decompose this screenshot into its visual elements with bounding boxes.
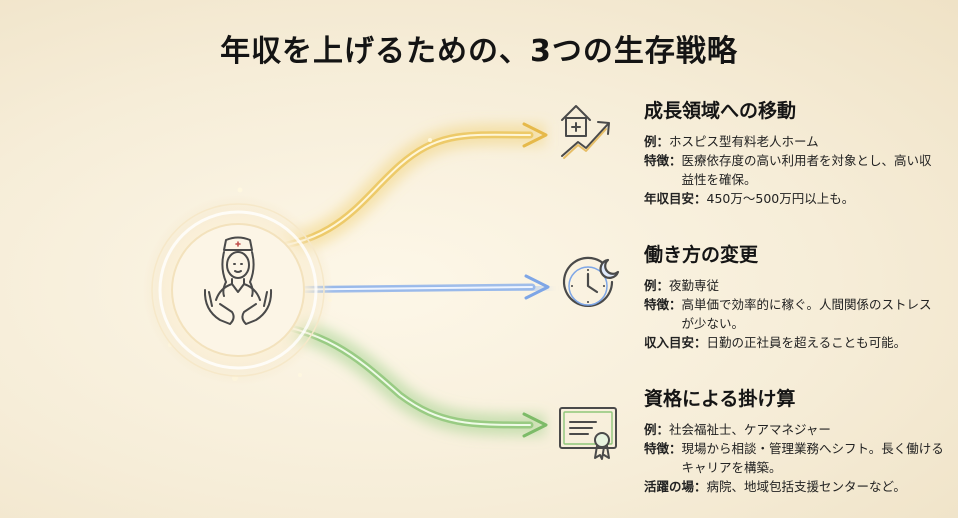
row-label: 年収目安：	[644, 191, 707, 206]
row-label: 収入目安：	[644, 335, 707, 350]
row-text: 高単価で効率的に稼ぐ。人間関係のストレスが少ない。	[681, 297, 932, 331]
certificate-icon	[559, 407, 617, 460]
strategy-2-row-3: 収入目安： 日勤の正社員を超えることも可能。	[644, 333, 944, 352]
row-label: 例：	[644, 278, 670, 293]
row-label: 特徴：	[644, 153, 682, 168]
row-label: 活躍の場：	[644, 479, 707, 494]
strategy-2-title: 働き方の変更	[644, 244, 759, 266]
row-text: 医療依存度の高い利用者を対象とし、高い収益性を確保。	[681, 153, 932, 187]
strategy-3-row-1: 例： 社会福祉士、ケアマネジャー	[644, 420, 944, 439]
row-label: 例：	[644, 134, 670, 149]
clock-moon-icon	[562, 256, 620, 307]
row-text: 夜勤専従	[669, 278, 720, 293]
page-title: 年収を上げるための、3つの生存戦略	[220, 34, 738, 69]
strategy-1-row-2: 特徴： 医療依存度の高い利用者を対象とし、高い収益性を確保。	[644, 151, 944, 189]
strategy-2-row-2: 特徴： 高単価で効率的に稼ぐ。人間関係のストレスが少ない。	[644, 295, 944, 333]
center-nurse-emblem	[143, 195, 333, 385]
row-text: 現場から相談・管理業務へシフト。長く働けるキャリアを構築。	[681, 441, 944, 475]
row-label: 特徴：	[644, 297, 682, 312]
strategy-3-title: 資格による掛け算	[644, 388, 796, 410]
strategy-3-row-2: 特徴： 現場から相談・管理業務へシフト。長く働けるキャリアを構築。	[644, 439, 944, 477]
row-text: 日勤の正社員を超えることも可能。	[706, 335, 907, 350]
row-text: 社会福祉士、ケアマネジャー	[669, 422, 831, 437]
row-text: ホスピス型有料老人ホーム	[669, 134, 819, 149]
strategy-3: 資格による掛け算 例： 社会福祉士、ケアマネジャー 特徴： 現場から相談・管理業…	[644, 384, 944, 496]
strategy-2: 働き方の変更 例： 夜勤専従 特徴： 高単価で効率的に稼ぐ。人間関係のストレスが…	[644, 240, 944, 352]
row-label: 例：	[644, 422, 670, 437]
strategy-1-row-1: 例： ホスピス型有料老人ホーム	[644, 132, 944, 151]
strategy-2-row-1: 例： 夜勤専従	[644, 276, 944, 295]
strategy-3-row-3: 活躍の場： 病院、地域包括支援センターなど。	[644, 477, 944, 496]
row-text: 450万〜500万円以上も。	[706, 191, 855, 206]
nurse-caring-hands-icon	[203, 236, 273, 325]
strategy-1-title: 成長領域への移動	[644, 100, 797, 122]
row-text: 病院、地域包括支援センターなど。	[706, 479, 906, 494]
strategy-1-row-3: 年収目安： 450万〜500万円以上も。	[644, 189, 944, 208]
strategy-1: 成長領域への移動 例： ホスピス型有料老人ホーム 特徴： 医療依存度の高い利用者…	[644, 96, 944, 208]
hospital-growth-arrow-icon	[561, 105, 610, 159]
row-label: 特徴：	[644, 441, 682, 456]
